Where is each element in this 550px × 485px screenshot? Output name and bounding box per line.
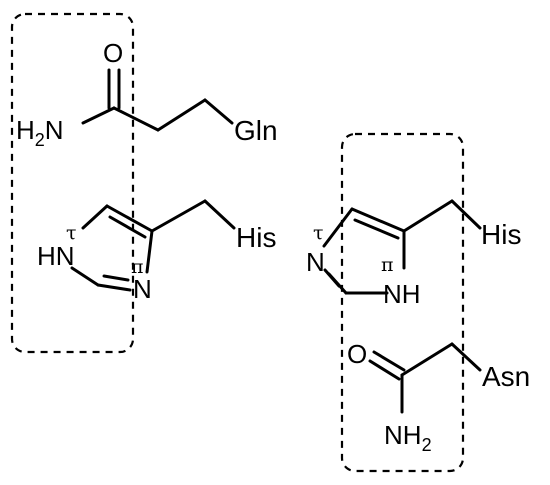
his-right-residue-label: His <box>481 219 521 250</box>
asn-amide-nitrogen: NH2 <box>384 420 432 455</box>
gln-residue-label: Gln <box>234 115 278 146</box>
asn-residue-label: Asn <box>482 361 530 392</box>
gln-amide-nitrogen: H2N <box>16 115 64 150</box>
his-left-nh: HN <box>37 241 75 271</box>
his-right-pi: π <box>381 254 394 276</box>
his-right-nh: NH <box>383 279 421 309</box>
his-imidazole-left: HN N τ π His <box>37 199 276 304</box>
his-left-n: N <box>133 274 152 304</box>
gln-carbonyl-oxygen: O <box>103 38 123 68</box>
his-right-n: N <box>306 247 325 277</box>
his-imidazole-right: N NH τ π His <box>306 199 521 309</box>
right-dashed-box <box>340 132 465 473</box>
gln-sidechain-left: O H2N Gln <box>16 38 278 150</box>
his-left-residue-label: His <box>236 222 276 253</box>
his-right-tau: τ <box>313 222 324 244</box>
asn-sidechain-right: O NH2 Asn <box>347 339 530 455</box>
asn-carbonyl-oxygen: O <box>347 339 367 369</box>
his-left-tau: τ <box>66 222 77 244</box>
his-left-pi: π <box>131 256 144 278</box>
left-dashed-box <box>10 12 135 354</box>
